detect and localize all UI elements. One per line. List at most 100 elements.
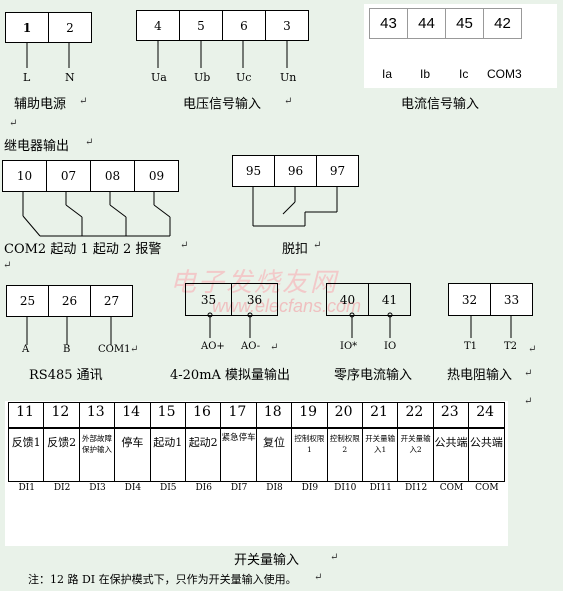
terminal-4: 4 bbox=[136, 10, 180, 41]
di-label: DI5 bbox=[160, 483, 177, 493]
terminal-42: 42 bbox=[483, 8, 522, 39]
terminal-25: 25 bbox=[6, 285, 49, 317]
di-label: DI6 bbox=[195, 483, 212, 493]
di-function-cell: 开关量输入1 bbox=[362, 428, 399, 482]
label-un: Un bbox=[280, 71, 297, 84]
label-io: IO bbox=[384, 341, 397, 352]
di-number-cell bbox=[255, 402, 293, 428]
di-label: DI11 bbox=[369, 483, 392, 493]
caption-rs485: RS485 通讯 bbox=[29, 368, 103, 383]
di-function-cell: 反馈1 bbox=[8, 428, 45, 482]
return-mark: ↵ bbox=[524, 368, 533, 379]
terminal-08: 08 bbox=[90, 160, 135, 192]
di-label: DI8 bbox=[266, 483, 283, 493]
label-a: A bbox=[22, 344, 30, 355]
return-mark: ↵ bbox=[79, 96, 88, 107]
di-number-cell bbox=[326, 402, 363, 428]
terminal-27: 27 bbox=[90, 285, 133, 317]
return-mark: ↵ bbox=[3, 260, 12, 271]
label-ao-plus: AO+ bbox=[201, 341, 225, 352]
di-terminal-number: 11 bbox=[16, 404, 34, 420]
di-label: DI7 bbox=[230, 483, 248, 493]
di-number-cell bbox=[291, 402, 328, 428]
di-terminal-number: 12 bbox=[51, 404, 70, 420]
di-terminal-number: 21 bbox=[370, 404, 388, 420]
return-mark: ↵ bbox=[313, 240, 322, 251]
terminal-40: 40 bbox=[326, 283, 369, 316]
caption-trip: 脱扣 bbox=[282, 242, 309, 257]
di-label: COM bbox=[439, 483, 464, 493]
terminal-5: 5 bbox=[179, 10, 223, 41]
terminal-97: 97 bbox=[316, 155, 359, 187]
di-terminal-number: 19 bbox=[299, 404, 318, 420]
di-function-cell: 复位 bbox=[255, 428, 293, 482]
terminal-44: 44 bbox=[407, 8, 446, 39]
di-label: DI2 bbox=[53, 483, 71, 493]
caption-zero-seq: 零序电流输入 bbox=[334, 368, 413, 383]
di-function-cell: 开关量输入2 bbox=[397, 428, 434, 482]
return-mark: ↵ bbox=[9, 118, 18, 129]
note-text: 注：12 路 DI 在保护模式下，只作为开关量输入使用。 bbox=[28, 573, 297, 586]
di-function-cell: 外部故障保护输入 bbox=[78, 428, 116, 482]
di-function-cell: 起动2 bbox=[185, 428, 222, 482]
di-number-cell bbox=[149, 402, 186, 428]
di-function-cell: 起动1 bbox=[149, 428, 186, 482]
terminal-3: 3 bbox=[265, 10, 309, 41]
di-terminal-number: 17 bbox=[228, 404, 247, 420]
watermark-url: www.elecfans.com bbox=[212, 296, 362, 316]
caption-relay-output: COM2 起动 1 起动 2 报警 bbox=[4, 242, 162, 257]
label-b: B bbox=[63, 344, 71, 355]
return-mark: ↵ bbox=[85, 137, 94, 148]
di-label: DI1 bbox=[18, 483, 35, 493]
return-mark: ↵ bbox=[130, 344, 139, 355]
di-number-cell bbox=[362, 402, 399, 428]
terminal-2: 2 bbox=[48, 12, 92, 43]
label-ub: Ub bbox=[194, 71, 211, 84]
di-label: COM bbox=[475, 483, 499, 493]
di-terminal-number: 23 bbox=[440, 404, 459, 420]
label-ua: Ua bbox=[151, 71, 167, 84]
di-function-cell: 紧急停车 bbox=[220, 428, 257, 482]
di-number-cell bbox=[185, 402, 222, 428]
terminal-45: 45 bbox=[445, 8, 484, 39]
label-t2: T2 bbox=[504, 341, 518, 352]
label-com1: COM1 bbox=[98, 344, 131, 355]
terminal-33: 33 bbox=[490, 283, 533, 316]
di-terminal-number: 15 bbox=[157, 404, 176, 420]
label-com3: COM3 bbox=[487, 67, 522, 81]
di-function-cell: 反馈2 bbox=[43, 428, 80, 482]
di-number-cell bbox=[432, 402, 470, 428]
return-mark: ↵ bbox=[524, 396, 533, 407]
label-n: N bbox=[65, 71, 75, 84]
di-terminal-number: 16 bbox=[193, 404, 211, 420]
return-mark: ↵ bbox=[284, 96, 293, 107]
label-ao-minus: AO- bbox=[241, 341, 261, 352]
di-label: DI4 bbox=[124, 483, 142, 493]
label-ia: Ia bbox=[382, 67, 393, 81]
caption-di: 开关量输入 bbox=[234, 553, 300, 568]
return-mark: ↵ bbox=[330, 552, 339, 563]
di-number-cell bbox=[114, 402, 151, 428]
terminal-1: 1 bbox=[5, 12, 49, 43]
terminal-35: 35 bbox=[185, 283, 232, 316]
label-ib: Ib bbox=[420, 67, 431, 81]
di-function-cell: 公共端 bbox=[432, 428, 470, 482]
di-terminal-number: 22 bbox=[405, 404, 424, 420]
di-label: DI10 bbox=[334, 483, 357, 493]
terminal-26: 26 bbox=[48, 285, 91, 317]
di-terminal-number: 18 bbox=[263, 404, 282, 420]
caption-aux-power: 辅助电源 bbox=[14, 97, 67, 112]
terminal-09: 09 bbox=[134, 160, 179, 192]
label-io-star: IO* bbox=[340, 341, 358, 352]
caption-voltage-input: 电压信号输入 bbox=[183, 97, 262, 112]
return-mark: ↵ bbox=[314, 572, 323, 583]
label-t1: T1 bbox=[464, 341, 478, 352]
di-number-cell bbox=[78, 402, 116, 428]
label-l: L bbox=[23, 71, 31, 84]
caption-analog-output: 4-20mA 模拟量输出 bbox=[170, 368, 291, 383]
terminal-6: 6 bbox=[222, 10, 266, 41]
di-terminal-number: 24 bbox=[476, 404, 495, 420]
label-ic: Ic bbox=[459, 67, 469, 81]
di-function-cell: 控制权限2 bbox=[326, 428, 363, 482]
terminal-32: 32 bbox=[448, 283, 491, 316]
